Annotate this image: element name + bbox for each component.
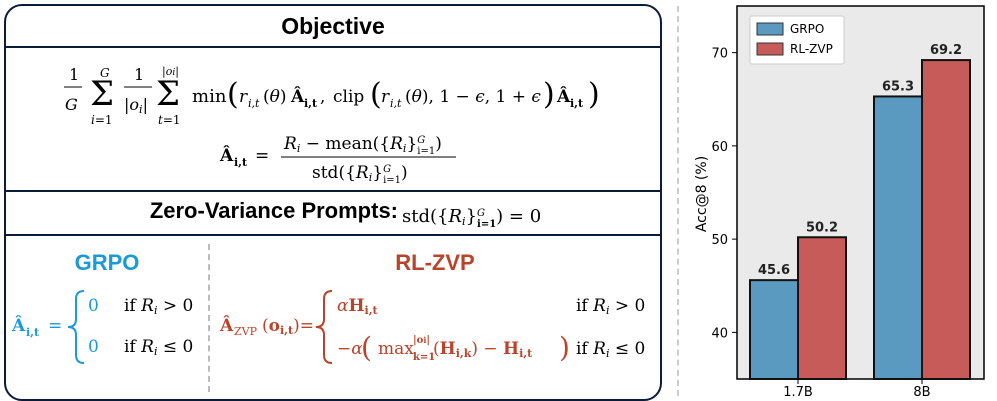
objective-formula: 1 G G Σ i=1 1 |oi| |oi| Σ t=1 min ( r i,…	[64, 65, 600, 127]
rlzvp-title: RL-ZVP	[395, 250, 475, 275]
svg-text:if Ri > 0: if Ri > 0	[124, 296, 193, 317]
column-divider	[208, 244, 210, 392]
y-tick-label: 50	[711, 233, 728, 248]
svg-text:clip: clip	[333, 87, 364, 107]
bar-rl-zvp-8b	[921, 59, 971, 381]
svg-text:G: G	[65, 95, 78, 114]
divider	[6, 234, 660, 236]
svg-text:αHi,t: αHi,t	[337, 296, 379, 317]
svg-text:0: 0	[88, 296, 99, 316]
method-panel: Objective 1 G G Σ i=1 1 |oi| |oi| Σ t=1 …	[4, 4, 662, 401]
y-tick-label: 60	[711, 140, 728, 155]
legend-label-rlzvp: RL-ZVP	[790, 42, 833, 56]
svg-text:Σ: Σ	[90, 74, 114, 114]
svg-text:(: (	[361, 331, 372, 364]
panel-separator	[677, 6, 679, 396]
svg-text:std({Ri}Gi=1): std({Ri}Gi=1)	[312, 163, 408, 186]
svg-text:): )	[543, 77, 555, 112]
svg-text:Ri − mean({Ri}Gi=1): Ri − mean({Ri}Gi=1)	[283, 134, 442, 157]
bar-value-label: 69.2	[930, 43, 962, 58]
formula-canvas: 1 G G Σ i=1 1 |oi| |oi| Σ t=1 min ( r i,…	[11, 65, 645, 364]
svg-text:−α: −α	[337, 339, 363, 359]
svg-text:r: r	[239, 87, 248, 107]
rlzvp-formula: Â ZVP (oi,t)= αHi,t if Ri > 0 −α ( max |…	[219, 290, 645, 364]
svg-text:): )	[559, 331, 570, 364]
svg-text:i=1: i=1	[91, 113, 113, 127]
svg-text:Â: Â	[219, 315, 234, 336]
zero-variance-title: Zero-Variance Prompts:	[149, 198, 398, 223]
svg-text:std({Ri}Gi=1) = 0: std({Ri}Gi=1) = 0	[402, 206, 541, 230]
svg-text:(oi,t)=: (oi,t)=	[262, 316, 314, 337]
bar-value-label: 50.2	[806, 220, 838, 235]
svg-text:i,t: i,t	[234, 156, 248, 169]
svg-text:=: =	[48, 316, 62, 336]
svg-text:0: 0	[88, 337, 99, 357]
svg-text:|oi|: |oi|	[124, 95, 148, 116]
divider	[6, 46, 660, 48]
svg-text:(θ): (θ)	[263, 87, 287, 107]
svg-text:ZVP: ZVP	[234, 325, 258, 338]
bar-rl-zvp-1.7b	[797, 236, 847, 380]
bar-grpo-8b	[873, 95, 923, 380]
svg-text:1: 1	[134, 65, 144, 84]
svg-text:i,t: i,t	[26, 326, 40, 339]
svg-text:k=1: k=1	[413, 352, 435, 363]
svg-text:=: =	[255, 146, 269, 166]
y-axis-label: Acc@8 (%)	[694, 156, 710, 232]
objective-title: Objective	[281, 13, 385, 39]
svg-text:r: r	[381, 87, 390, 107]
legend-swatch-rlzvp	[756, 42, 784, 56]
svg-text:,: ,	[320, 87, 325, 107]
svg-text:if Ri > 0: if Ri > 0	[576, 296, 645, 317]
bar-value-label: 65.3	[882, 79, 914, 94]
bar-value-label: 45.6	[758, 263, 790, 278]
y-tick-label: 70	[711, 47, 728, 62]
svg-text:(: (	[370, 77, 382, 112]
svg-text:Σ: Σ	[156, 74, 180, 114]
svg-text:Â: Â	[219, 145, 234, 166]
svg-text:Â: Â	[290, 86, 305, 107]
svg-text:|oi|: |oi|	[162, 65, 179, 79]
svg-text:if Ri ≤ 0: if Ri ≤ 0	[124, 337, 193, 358]
svg-text:G: G	[100, 66, 110, 80]
divider	[6, 190, 660, 192]
grpo-title: GRPO	[74, 250, 140, 275]
x-tick-label: 1.7B	[783, 385, 813, 400]
x-tick-label: 8B	[913, 385, 930, 400]
svg-text:i,t: i,t	[570, 97, 584, 110]
svg-text:(: (	[227, 77, 239, 112]
y-tick-label: 40	[711, 326, 728, 341]
svg-text:i,t: i,t	[390, 97, 402, 110]
grpo-formula: Â i,t = 0 if Ri > 0 0 if Ri ≤ 0	[11, 290, 193, 364]
svg-text:t=1: t=1	[158, 113, 181, 127]
legend-swatch-grpo	[756, 22, 784, 36]
svg-text:(θ), 1 − ϵ, 1 + ϵ: (θ), 1 − ϵ, 1 + ϵ	[405, 87, 541, 107]
svg-text:): )	[588, 77, 600, 112]
legend: GRPO RL-ZVP	[749, 15, 845, 65]
svg-text:|oi|: |oi|	[413, 335, 430, 346]
svg-text:Â: Â	[556, 86, 571, 107]
legend-label-grpo: GRPO	[790, 22, 824, 36]
svg-text:if Ri ≤ 0: if Ri ≤ 0	[576, 339, 645, 360]
svg-text:Â: Â	[11, 315, 26, 336]
svg-text:i,t: i,t	[304, 97, 318, 110]
svg-text:1: 1	[69, 65, 79, 84]
svg-text:i,t: i,t	[248, 97, 260, 110]
svg-text:max: max	[378, 339, 414, 359]
bar-grpo-1.7b	[749, 279, 799, 380]
svg-text:min: min	[192, 86, 227, 107]
